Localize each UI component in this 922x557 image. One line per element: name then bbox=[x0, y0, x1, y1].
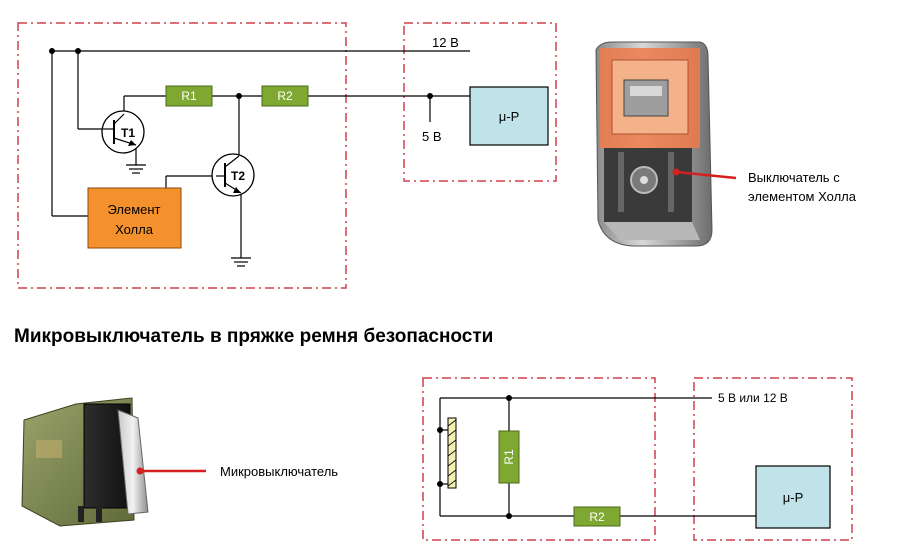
junction-dot bbox=[437, 427, 443, 433]
bottom-resistor-r1: R1 bbox=[498, 430, 520, 484]
bottom-resistor-r1-label: R1 bbox=[502, 449, 516, 465]
transistor-t1-label: T1 bbox=[121, 126, 135, 140]
supply-label-12v: 12 В bbox=[432, 35, 459, 50]
micro-switch-caption: Микровыключатель bbox=[220, 464, 338, 479]
hall-element-label-line2: Холла bbox=[115, 222, 154, 237]
junction-dot bbox=[437, 481, 443, 487]
buckle-switch-contact bbox=[447, 417, 457, 489]
bottom-circuit: R1 R2 5 В или 12 В μ-P bbox=[422, 377, 853, 541]
sensor-module-frame bbox=[17, 22, 347, 289]
resistor-r2-label: R2 bbox=[277, 89, 293, 103]
bottom-resistor-r2-label: R2 bbox=[589, 510, 605, 524]
hall-switch-pointer-dot bbox=[672, 168, 680, 176]
hall-element-label-line1: Элемент bbox=[107, 202, 160, 217]
transistor-t2: T2 bbox=[211, 153, 255, 197]
hall-switch-caption-line2: элементом Холла bbox=[748, 189, 857, 204]
junction-dot bbox=[506, 513, 512, 519]
junction-dot bbox=[75, 48, 81, 54]
microprocessor-bottom-label: μ-P bbox=[783, 490, 804, 505]
micro-switch-photo bbox=[21, 397, 149, 527]
junction-dot bbox=[506, 395, 512, 401]
bottom-resistor-r2: R2 bbox=[573, 506, 621, 527]
reference-label-5v: 5 В bbox=[422, 129, 442, 144]
microprocessor-top: μ-P bbox=[469, 86, 549, 146]
resistor-r1-label: R1 bbox=[181, 89, 197, 103]
hall-switch-photo bbox=[595, 41, 713, 247]
bottom-supply-label: 5 В или 12 В bbox=[718, 391, 788, 405]
junction-dot bbox=[236, 93, 242, 99]
micro-switch-pointer-dot bbox=[136, 467, 144, 475]
junction-dot bbox=[427, 93, 433, 99]
hall-switch-pointer bbox=[675, 170, 737, 180]
junction-dot bbox=[49, 48, 55, 54]
transistor-t1: T1 bbox=[101, 110, 145, 154]
hall-element: Элемент Холла bbox=[87, 187, 182, 249]
hall-switch-caption-line1: Выключатель с bbox=[748, 170, 840, 185]
resistor-r1: R1 bbox=[165, 85, 213, 107]
control-unit-frame bbox=[403, 22, 557, 182]
resistor-r2: R2 bbox=[261, 85, 309, 107]
microprocessor-bottom: μ-P bbox=[755, 465, 831, 529]
top-circuit: 12 В 5 В R1 R2 T1 T2 bbox=[17, 22, 557, 289]
section-heading: Микровыключатель в пряжке ремня безопасн… bbox=[14, 326, 494, 347]
transistor-t2-label: T2 bbox=[231, 169, 245, 183]
bottom-control-unit-frame bbox=[693, 377, 853, 541]
microprocessor-top-label: μ-P bbox=[499, 109, 520, 124]
buckle-module-frame bbox=[422, 377, 656, 541]
bottom-wires bbox=[439, 397, 756, 517]
